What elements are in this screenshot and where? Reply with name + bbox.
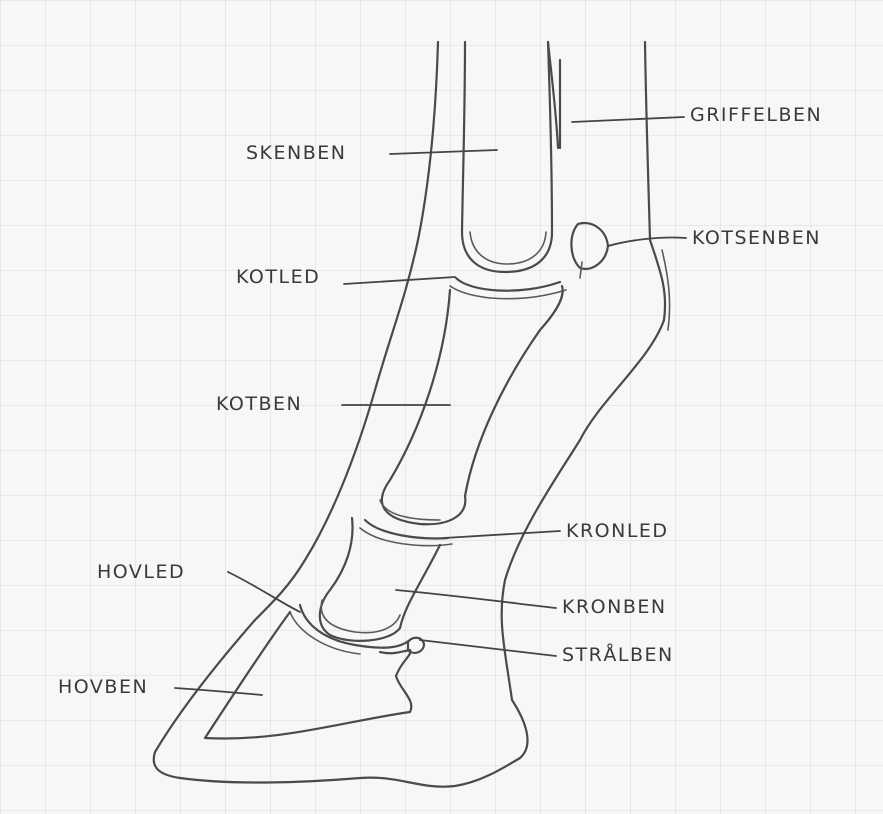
leader-kronben [396,590,556,608]
hoof-sole-outline [180,700,528,787]
label-hovben: HOVBEN [58,678,148,697]
leader-skenben [390,150,497,154]
label-kotsenben: KOTSENBEN [692,229,821,248]
label-stralben: STRÅLBEN [562,646,674,665]
leader-kotled [344,277,455,284]
sesamoid-tail [580,262,582,278]
fetlock-joint-curve [456,278,560,291]
leader-stralben [420,640,556,656]
label-kotled: KOTLED [236,268,320,287]
sesamoid-bone [571,223,608,269]
cannon-bone-inner [470,232,546,264]
label-hovled: HOVLED [97,563,185,582]
pastern-bone-inner [380,500,440,520]
short-pastern-inner [321,600,400,633]
label-kotben: KOTBEN [216,395,302,414]
leader-kotsenben [608,237,686,246]
leader-hovled [228,572,300,612]
leader-griffelben [572,117,684,122]
label-kronben: KRONBEN [562,598,667,617]
leader-hovben [175,688,262,695]
fetlock-joint-curve-2 [450,286,566,299]
label-skenben: SKENBEN [246,144,347,163]
label-kronled: KRONLED [566,522,669,541]
cannon-bone [462,42,552,272]
leader-kronled [444,531,560,538]
short-pastern-bone [320,518,440,641]
label-griffelben: GRIFFELBEN [690,106,822,125]
